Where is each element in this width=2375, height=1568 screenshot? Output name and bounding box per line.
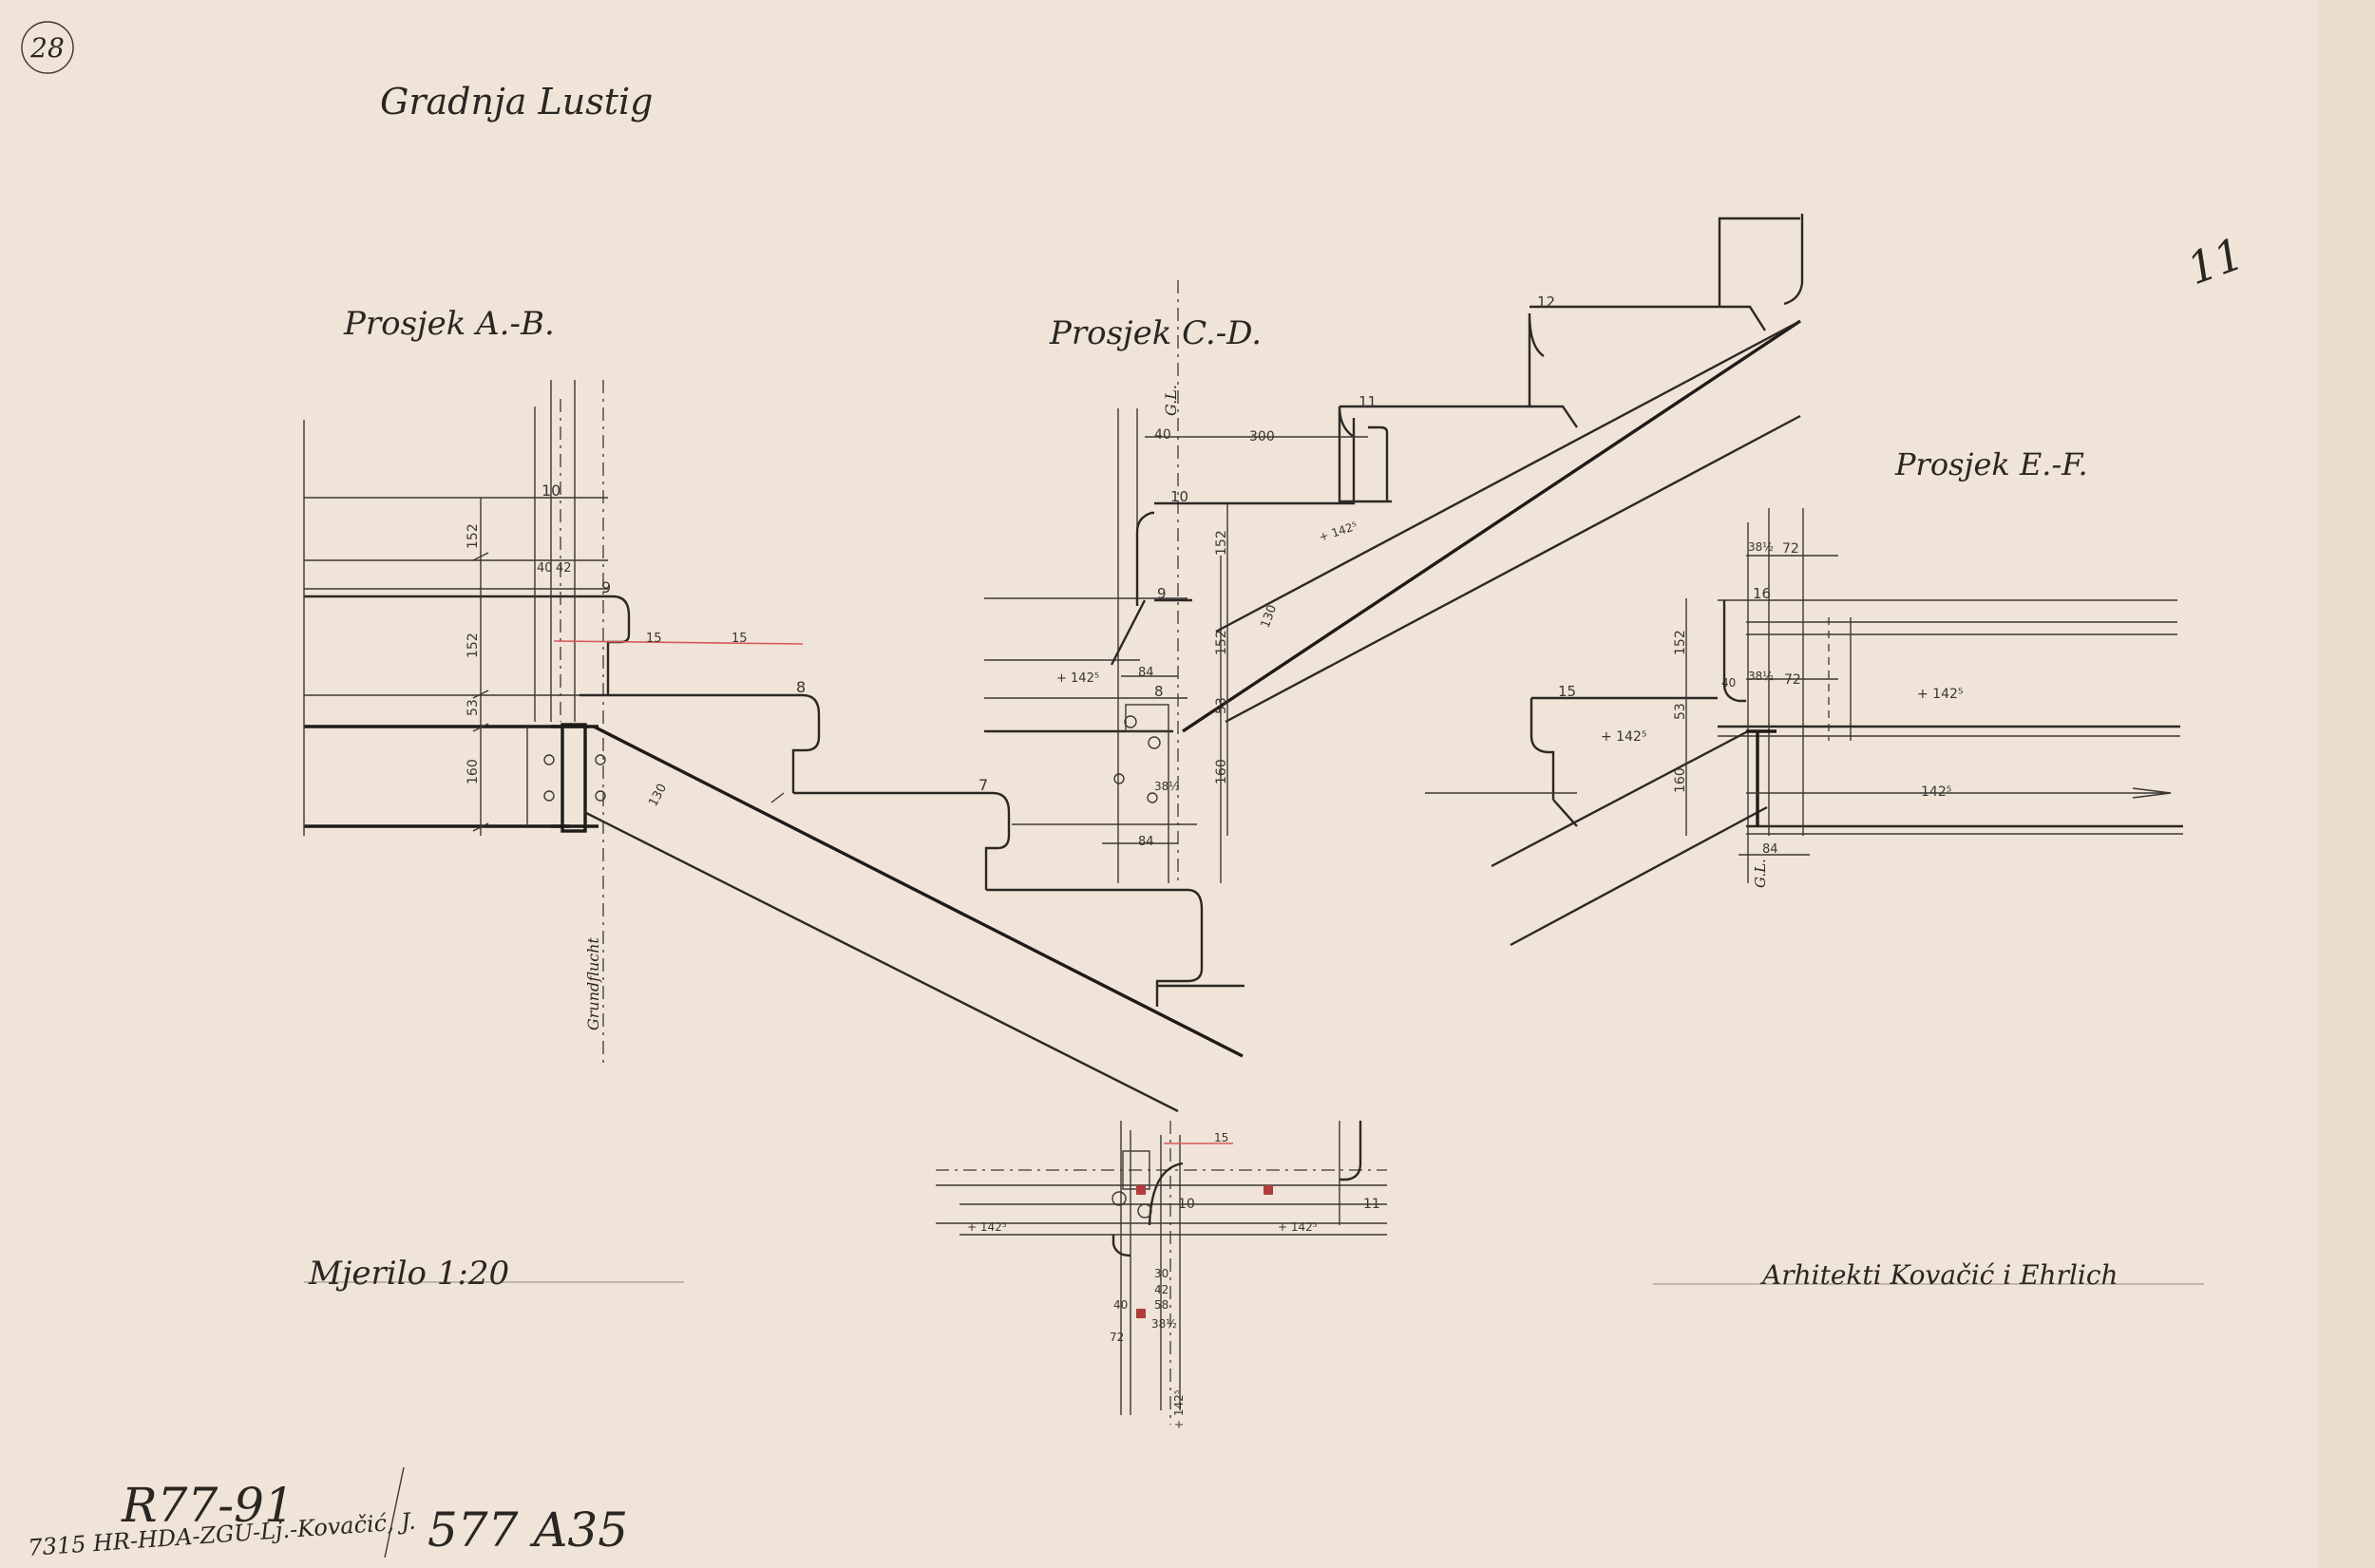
architects-credit: Arhitekti Kovačić i Ehrlich xyxy=(1759,1259,2118,1291)
section-label-ab: Prosjek A.-B. xyxy=(343,305,555,343)
dim-cd-84b: 84 xyxy=(1138,835,1154,849)
red-marker-a xyxy=(1136,1185,1146,1195)
dim-cd-152a: 152 xyxy=(1214,530,1229,556)
dim-ef-40: 40 xyxy=(1721,676,1736,690)
dim-ef-84: 84 xyxy=(1762,842,1778,857)
dim-ef-38a: 38½ xyxy=(1748,540,1774,554)
dim-plan-142a: + 142⁵ xyxy=(967,1220,1007,1234)
dim-plan-142b: + 142⁵ xyxy=(1278,1220,1318,1234)
dim-ef-72a: 72 xyxy=(1782,541,1799,557)
dim-ab-40: 40 xyxy=(537,561,553,576)
dim-ef-38b: 38½ xyxy=(1748,670,1774,683)
label-gl-ef: G.L. xyxy=(1752,859,1769,888)
step-number-10-ab: 10 xyxy=(542,482,560,500)
step-number-12-cd: 12 xyxy=(1537,293,1555,311)
dim-ef-160: 160 xyxy=(1673,767,1688,793)
dim-plan-42: 42 xyxy=(1154,1283,1168,1296)
step-number-16-ef: 16 xyxy=(1753,585,1771,602)
dim-ab-red-15a: 15 xyxy=(646,632,662,646)
dim-ef-142c: 142⁵ xyxy=(1921,784,1951,800)
archive-code-left: R77-91 xyxy=(121,1478,294,1533)
section-ef-drawing: 152 53 160 38½ 72 40 38½ 72 84 + 142⁵ + … xyxy=(1425,508,2183,947)
dim-cd-84a: 84 xyxy=(1138,666,1154,680)
step-number-10-cd: 10 xyxy=(1170,488,1188,505)
section-cd-drawing: 152 152 53 160 40 300 84 84 + 142⁵ + 142… xyxy=(984,214,1804,883)
section-label-ef: Prosjek E.-F. xyxy=(1894,446,2088,482)
step-number-8-cd: 8 xyxy=(1154,683,1164,700)
step-number-8-ab: 8 xyxy=(796,678,806,696)
landing-plan-drawing: 15 + 142⁵ + 142⁵ + 142⁵ 30 42 40 58 72 3… xyxy=(936,1121,1387,1429)
step-number-7-ab: 7 xyxy=(978,776,988,794)
dim-cd-300: 300 xyxy=(1249,429,1275,444)
dim-plan-142c: + 142⁵ xyxy=(1172,1389,1186,1429)
dim-cd-40: 40 xyxy=(1154,427,1171,443)
dim-ab-42: 42 xyxy=(556,561,572,576)
dim-plan-72: 72 xyxy=(1110,1331,1124,1344)
step-number-9-ab: 9 xyxy=(601,578,611,596)
step-number-10-plan: 10 xyxy=(1178,1197,1195,1212)
dim-plan-15: 15 xyxy=(1214,1131,1228,1144)
archive-code-right: 577 A35 xyxy=(428,1502,628,1558)
dim-ef-142b: + 142⁵ xyxy=(1601,729,1647,745)
step-number-11-plan: 11 xyxy=(1363,1197,1380,1212)
dim-plan-38: 38½ xyxy=(1151,1317,1177,1331)
dim-plan-40: 40 xyxy=(1113,1298,1128,1312)
dim-cd-152b: 152 xyxy=(1214,630,1229,655)
scale-label: Mjerilo 1:20 xyxy=(308,1255,509,1293)
label-grundflucht: Grundflucht xyxy=(584,936,602,1030)
step-number-11-cd: 11 xyxy=(1358,393,1377,410)
sheet-number: 28 xyxy=(29,32,65,64)
step-number-9-cd: 9 xyxy=(1157,585,1167,602)
dim-ef-152: 152 xyxy=(1673,630,1688,655)
dim-cd-38: 38½ xyxy=(1154,780,1180,793)
sheet-number-circle xyxy=(21,21,74,74)
dim-plan-30: 30 xyxy=(1154,1267,1168,1280)
dim-ef-53: 53 xyxy=(1673,703,1688,720)
dim-ab-53: 53 xyxy=(466,699,481,716)
red-marker-b xyxy=(1264,1185,1273,1195)
dim-cd-160: 160 xyxy=(1214,759,1229,784)
label-gl-cd: G.L. xyxy=(1162,385,1180,416)
section-label-cd: Prosjek C.-D. xyxy=(1049,314,1262,352)
step-number-15-ef: 15 xyxy=(1558,683,1576,700)
section-ab-drawing: 152 152 53 160 15 15 10 9 8 7 40 42 130 … xyxy=(303,380,1244,1113)
paper-edge-shadow xyxy=(2318,0,2375,1568)
dim-plan-58: 58 xyxy=(1154,1298,1168,1312)
dim-ab-152b: 152 xyxy=(466,633,481,658)
dim-ab-152a: 152 xyxy=(466,523,481,549)
drawing-title: Gradnja Lustig xyxy=(380,81,653,123)
dim-cd-53: 53 xyxy=(1214,697,1229,714)
dim-cd-142a: + 142⁵ xyxy=(1056,671,1099,686)
dim-ab-160: 160 xyxy=(466,759,481,784)
dim-ef-142a: + 142⁵ xyxy=(1917,687,1964,702)
dim-ab-red-15b: 15 xyxy=(732,632,748,646)
dim-ef-72b: 72 xyxy=(1784,672,1801,688)
red-marker-c xyxy=(1136,1309,1146,1318)
